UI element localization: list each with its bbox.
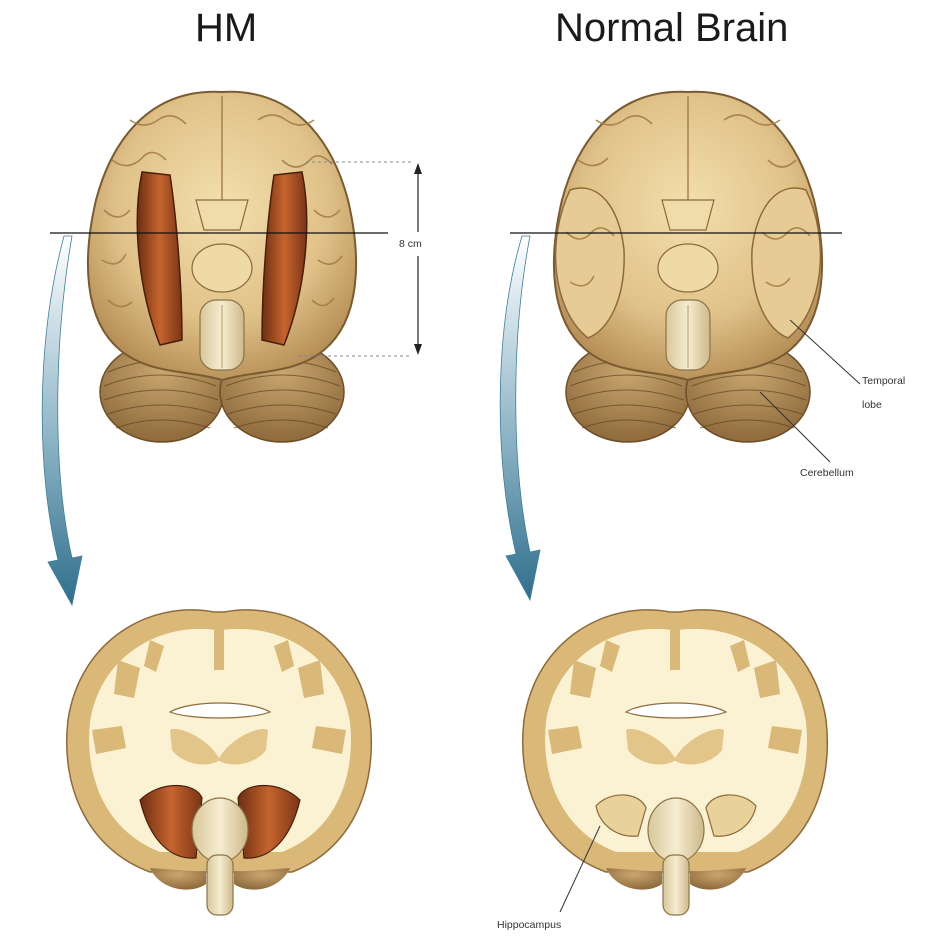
normal-brain-title: Normal Brain bbox=[555, 6, 788, 51]
hippocampus-label: Hippocampus bbox=[497, 919, 561, 932]
normal-inferior-brain bbox=[554, 92, 822, 442]
measurement-label: 8 cm bbox=[399, 238, 422, 251]
hm-curved-arrow bbox=[42, 236, 82, 605]
temporal-lobe-label-line2: lobe bbox=[862, 399, 882, 412]
hm-inferior-brain bbox=[88, 92, 356, 442]
hm-coronal-section bbox=[67, 610, 372, 915]
hm-title: HM bbox=[195, 6, 257, 51]
normal-coronal-section bbox=[523, 610, 828, 915]
normal-curved-arrow bbox=[500, 236, 540, 600]
cerebellum-label: Cerebellum bbox=[800, 467, 854, 480]
temporal-lobe-label: Temporal bbox=[862, 375, 905, 388]
